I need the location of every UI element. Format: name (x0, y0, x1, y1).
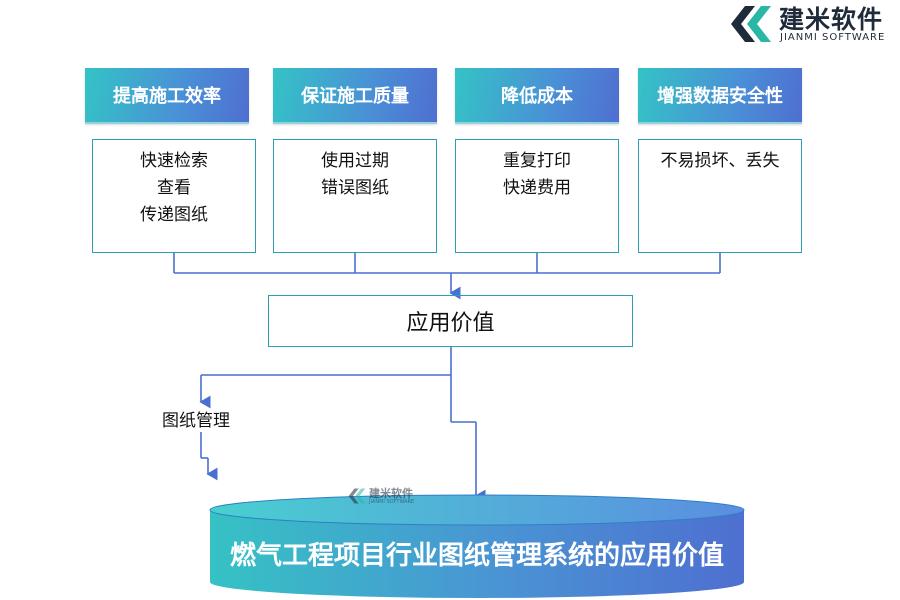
box-security: 不易损坏、丢失 (638, 139, 802, 253)
cylinder-shape (209, 494, 745, 598)
box-line: 查看 (157, 178, 191, 198)
header-security: 增强数据安全性 (638, 68, 802, 124)
box-line: 快递费用 (503, 178, 571, 198)
brand-name: 建米软件 (779, 5, 884, 34)
brand-subtitle: JIANMI SOFTWARE (780, 32, 886, 43)
watermark: 建米软件 JIANMI SOFTWARE (347, 486, 427, 508)
box-line: 快速检索 (140, 151, 208, 171)
brand-logo: 建米软件 JIANMI SOFTWARE (727, 2, 897, 46)
watermark-subtitle: JIANMI SOFTWARE (369, 499, 415, 505)
box-efficiency: 快速检索 查看 传递图纸 (92, 139, 256, 253)
value-box: 应用价值 (268, 295, 633, 347)
header-cost: 降低成本 (455, 68, 619, 124)
watermark-name: 建米软件 (369, 487, 413, 500)
box-line: 不易损坏、丢失 (660, 151, 780, 171)
box-line: 错误图纸 (321, 178, 389, 198)
box-line: 使用过期 (321, 151, 389, 171)
header-quality: 保证施工质量 (273, 68, 437, 124)
watermark-logo-icon (348, 488, 366, 504)
side-label: 图纸管理 (162, 411, 230, 431)
cylinder-title: 燃气工程项目行业图纸管理系统的应用价值 (229, 541, 724, 571)
box-line: 重复打印 (503, 151, 571, 171)
box-quality: 使用过期 错误图纸 (273, 139, 437, 253)
brand-logo-icon (731, 6, 771, 42)
box-line: 传递图纸 (140, 205, 208, 225)
box-cost: 重复打印 快递费用 (455, 139, 619, 253)
header-efficiency: 提高施工效率 (85, 68, 249, 124)
